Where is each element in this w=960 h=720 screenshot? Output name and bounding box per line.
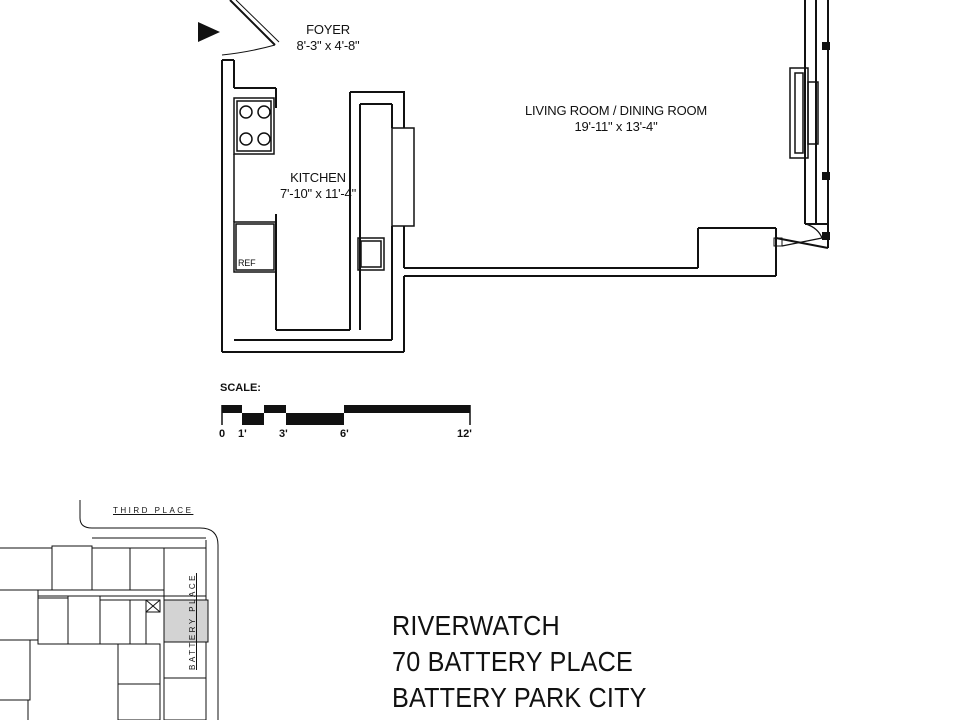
entry-door: [229, 0, 276, 46]
kitchen-name: KITCHEN: [290, 170, 346, 185]
address-line-1: RIVERWATCH: [392, 610, 560, 641]
site-map: [0, 500, 219, 720]
street-battery-place: BATTERY PLACE: [188, 573, 197, 670]
kitchen-label: KITCHEN 7'-10" x 11'-4": [272, 170, 364, 202]
scale-tick-12: 12': [457, 428, 472, 440]
scale-tick-0: 0: [219, 428, 226, 440]
kitchen-dims: 7'-10" x 11'-4": [280, 186, 356, 201]
window-mullions: [822, 42, 830, 240]
refrigerator-icon: [233, 221, 277, 273]
living-label: LIVING ROOM / DINING ROOM 19'-11" x 13'-…: [500, 103, 732, 135]
scale-tick-3: 3': [279, 428, 288, 440]
stove-icon: [233, 97, 275, 155]
ref-label: REF: [238, 258, 256, 268]
scale-bar: [221, 405, 471, 425]
living-dims: 19'-11" x 13'-4": [574, 119, 658, 134]
column: [391, 127, 415, 227]
entry-arrow-icon: [198, 22, 220, 42]
foyer-dims: 8'-3" x 4'-8": [296, 38, 360, 53]
street-third-place: THIRD PLACE: [113, 506, 194, 515]
scale-tick-1: 1': [238, 428, 247, 440]
scale-title: SCALE:: [220, 382, 261, 394]
wall-unit: [789, 67, 819, 159]
address-line-2: 70 BATTERY PLACE: [392, 646, 633, 677]
living-name: LIVING ROOM / DINING ROOM: [524, 103, 708, 118]
sink-icon: [357, 237, 385, 271]
scale-tick-6: 6': [340, 428, 349, 440]
balcony-door: [781, 223, 823, 247]
address-line-3: BATTERY PARK CITY: [392, 682, 647, 713]
foyer-name: FOYER: [306, 22, 350, 37]
foyer-label: FOYER 8'-3" x 4'-8": [286, 22, 370, 54]
